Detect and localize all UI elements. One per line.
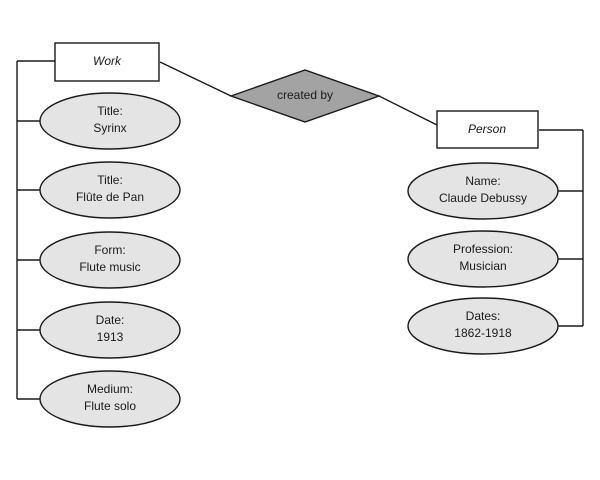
person-attribute-name: Name:: [465, 174, 500, 188]
work-attribute[interactable]: Title: Syrinx: [39, 92, 181, 150]
work-attribute-name: Date:: [96, 313, 125, 327]
work-attribute-name: Title:: [97, 104, 123, 118]
work-attribute-name: Medium:: [87, 382, 133, 396]
work-attribute-value: Flute music: [79, 260, 140, 274]
person-entity-label: Person: [468, 122, 506, 136]
person-attribute-name: Profession:: [453, 242, 513, 256]
person-attribute[interactable]: Name: Claude Debussy: [407, 162, 559, 220]
person-entity-box: [436, 110, 539, 149]
person-attribute-name: Dates:: [466, 309, 501, 323]
work-attribute[interactable]: Medium: Flute solo: [39, 370, 181, 428]
work-attribute-value: Flûte de Pan: [76, 190, 144, 204]
person-entity[interactable]: Person: [436, 110, 539, 149]
relationship-diamond: [228, 69, 382, 123]
work-attribute-value: Flute solo: [84, 399, 136, 413]
work-attribute-ellipse: [39, 370, 181, 428]
work-attribute-name: Title:: [97, 173, 123, 187]
created-by-relationship[interactable]: created by: [228, 69, 382, 123]
relation-to-person-line: [378, 95, 438, 126]
work-to-relation-line: [159, 61, 232, 97]
person-attribute-value: 1862-1918: [454, 326, 512, 340]
work-attribute-ellipse: [39, 161, 181, 219]
connectors: [16, 60, 584, 400]
person-attribute-value: Musician: [459, 259, 506, 273]
person-attribute[interactable]: Dates: 1862-1918: [407, 297, 559, 355]
work-attribute-ellipse: [39, 92, 181, 150]
person-attribute-ellipse: [407, 297, 559, 355]
relationship-label: created by: [277, 88, 333, 102]
work-attribute[interactable]: Title: Flûte de Pan: [39, 161, 181, 219]
person-attribute-ellipse: [407, 230, 559, 288]
work-entity-box: [54, 42, 160, 82]
person-attribute[interactable]: Profession: Musician: [407, 230, 559, 288]
work-attribute-name: Form:: [94, 243, 125, 257]
work-attribute-value: 1913: [97, 330, 124, 344]
work-entity-label: Work: [93, 54, 122, 68]
work-attribute[interactable]: Form: Flute music: [39, 231, 181, 289]
work-attribute[interactable]: Date: 1913: [39, 301, 181, 359]
work-attribute-value: Syrinx: [93, 121, 126, 135]
work-attribute-ellipse: [39, 231, 181, 289]
person-attribute-value: Claude Debussy: [439, 191, 527, 205]
work-attribute-ellipse: [39, 301, 181, 359]
work-entity[interactable]: Work: [54, 42, 160, 82]
person-attribute-ellipse: [407, 162, 559, 220]
